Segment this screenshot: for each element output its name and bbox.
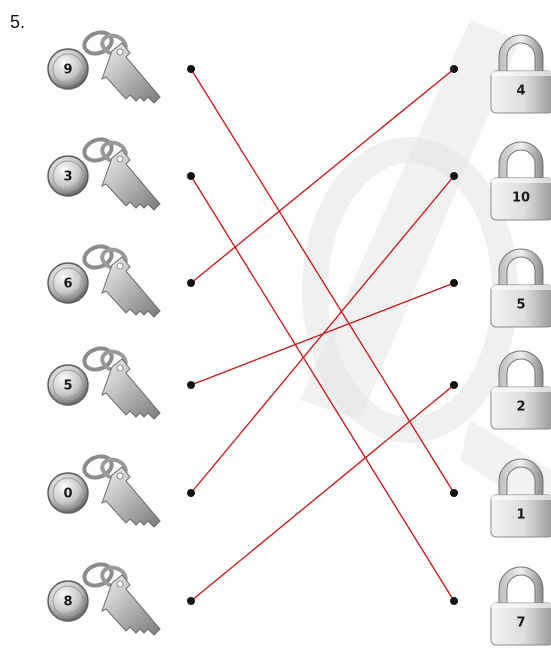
right-dot[interactable] [450, 279, 458, 287]
left-dot[interactable] [187, 381, 195, 389]
key-3-icon: 3 [48, 136, 160, 210]
right-dot[interactable] [450, 65, 458, 73]
key-number: 5 [63, 379, 72, 394]
left-dot[interactable] [187, 489, 195, 497]
lock-number: 5 [516, 298, 525, 313]
connection-line-8-to-2 [191, 385, 454, 601]
left-dot[interactable] [187, 65, 195, 73]
key-number: 0 [63, 487, 72, 502]
key-6-icon: 6 [48, 243, 160, 317]
key-number: 6 [63, 277, 72, 292]
left-dot[interactable] [187, 597, 195, 605]
key-number: 3 [63, 170, 72, 185]
key-number: 9 [63, 63, 72, 78]
lock-number: 10 [512, 191, 530, 206]
key-0-icon: 0 [48, 453, 160, 527]
right-dot[interactable] [450, 597, 458, 605]
key-number: 8 [63, 595, 72, 610]
lock-number: 2 [516, 400, 525, 415]
key-5-icon: 5 [48, 345, 160, 419]
lock-10-icon: 10 [491, 142, 551, 220]
keys-column: 9 3 6 5 0 8 [48, 29, 160, 635]
lock-7-icon: 7 [491, 567, 551, 645]
lock-number: 1 [516, 508, 525, 523]
lock-number: 7 [516, 616, 525, 631]
lock-number: 4 [516, 84, 525, 99]
right-dot[interactable] [450, 172, 458, 180]
right-dot[interactable] [450, 489, 458, 497]
right-dot[interactable] [450, 381, 458, 389]
left-dot[interactable] [187, 172, 195, 180]
key-8-icon: 8 [48, 561, 160, 635]
left-dot[interactable] [187, 279, 195, 287]
key-9-icon: 9 [48, 29, 160, 103]
